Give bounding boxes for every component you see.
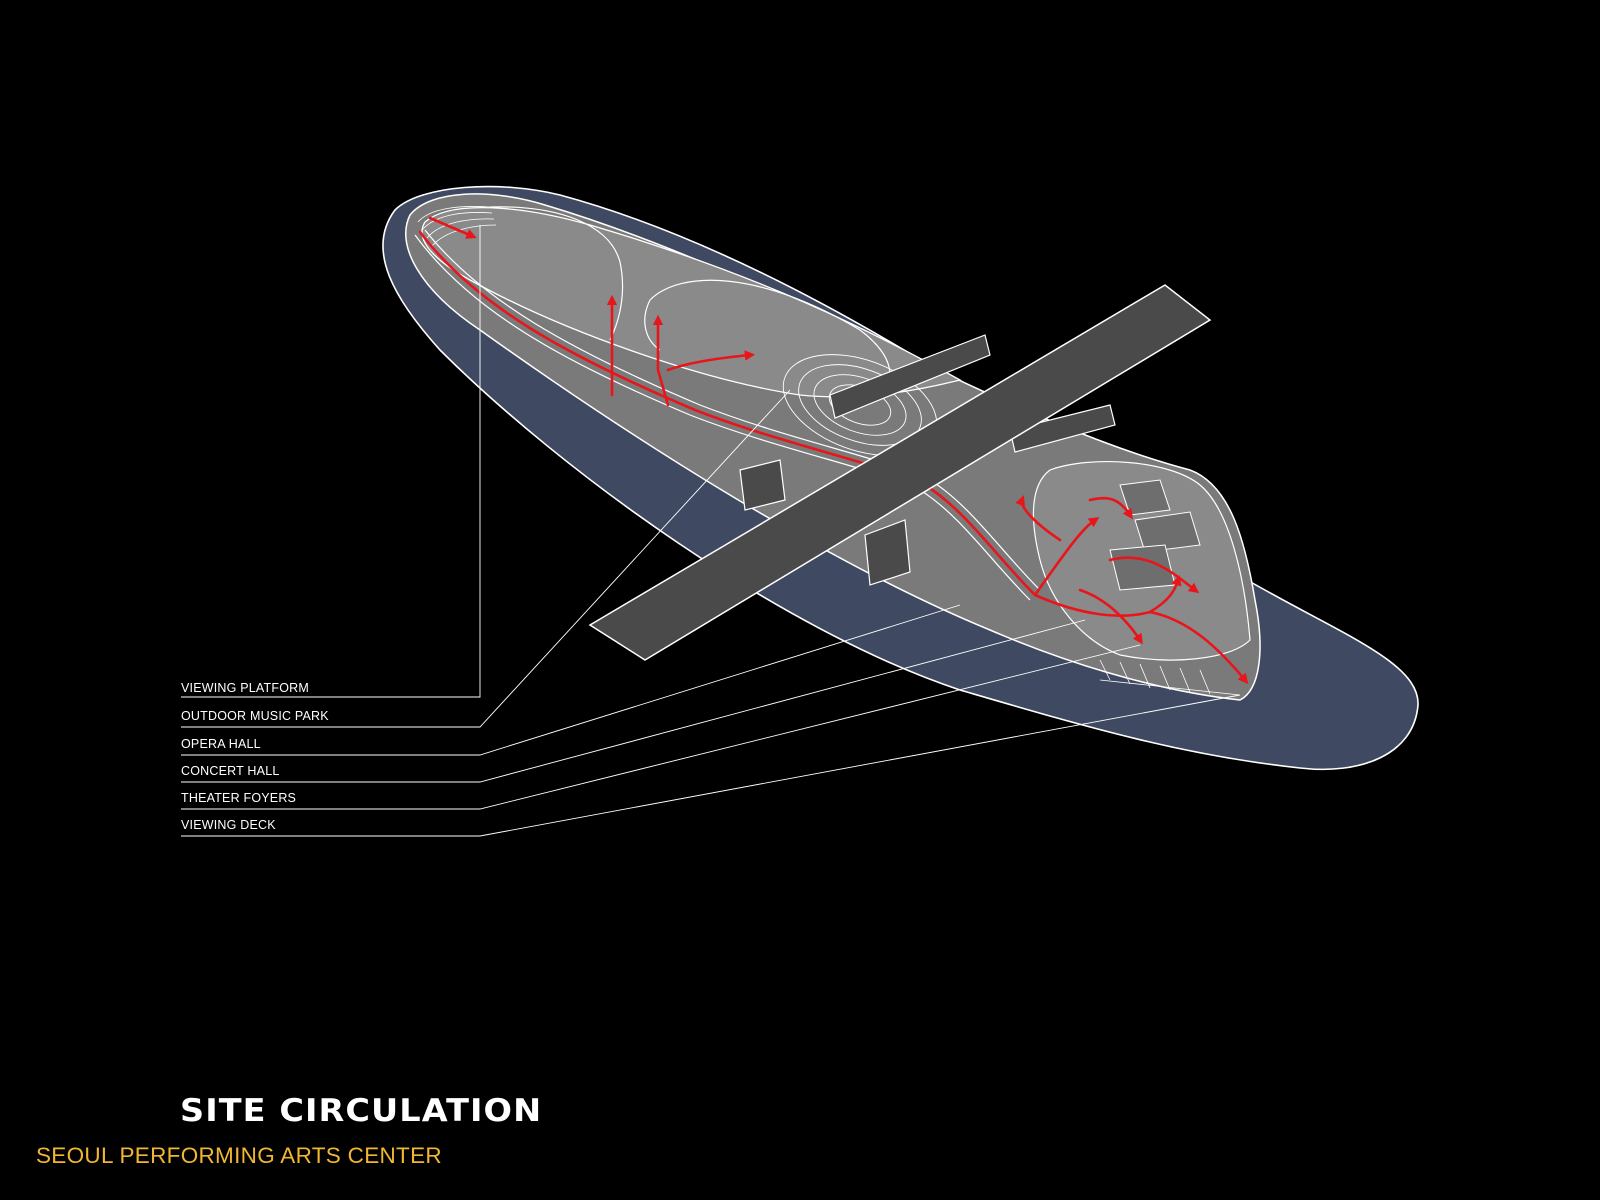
diagram-subtitle: SEOUL PERFORMING ARTS CENTER <box>36 1143 442 1168</box>
walkway <box>414 229 1041 601</box>
leader-line-opera-hall <box>181 604 961 756</box>
label-viewing-platform: VIEWING PLATFORM <box>181 681 309 695</box>
roof-shell <box>421 206 962 398</box>
label-opera-hall: OPERA HALL <box>181 737 261 751</box>
bridge-blocks <box>739 334 1116 586</box>
foyer-volumes <box>1109 479 1201 591</box>
viewing-deck-ribs <box>1099 659 1241 696</box>
leader-line-viewing-deck <box>181 694 1241 837</box>
dome-edges <box>489 206 891 376</box>
label-viewing-deck: VIEWING DECK <box>181 818 276 832</box>
leader-line-outdoor-music-park <box>181 389 791 728</box>
leader-lines <box>181 225 1241 837</box>
viewing-platform-steps <box>417 206 497 247</box>
label-theater-foyers: THEATER FOYERS <box>181 791 297 805</box>
leader-line-viewing-platform <box>181 225 481 698</box>
circulation-paths <box>418 216 1249 684</box>
label-concert-hall: CONCERT HALL <box>181 764 280 778</box>
leader-line-concert-hall <box>181 619 1086 783</box>
leader-line-theater-foyers <box>181 644 1141 810</box>
label-outdoor-music-park: OUTDOOR MUSIC PARK <box>181 709 329 723</box>
crossing-bridge <box>588 284 1212 661</box>
diagram-title: SITE CIRCULATION <box>180 1093 543 1129</box>
